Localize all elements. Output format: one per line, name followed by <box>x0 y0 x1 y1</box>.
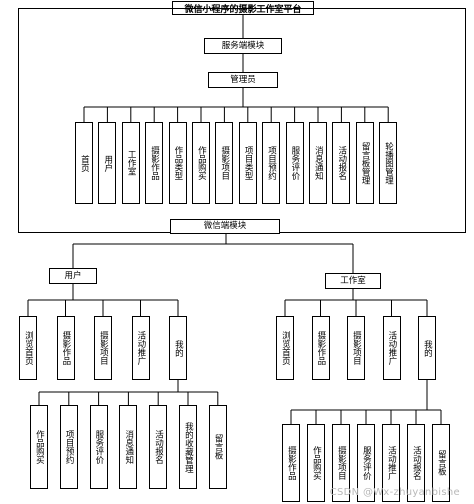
wechat-module-box: 微信端模块 <box>170 219 280 234</box>
user-mine-item-0: 作品购买 <box>30 405 48 489</box>
user-mine-item-3: 消息通知 <box>119 405 138 489</box>
user-mine-item-1: 项目预约 <box>59 405 78 489</box>
server-item-12: 留言板管理 <box>355 122 374 204</box>
server-item-3: 摄影作品 <box>145 122 164 204</box>
studio-role-box: 工作室 <box>325 273 381 289</box>
server-item-2: 工作室 <box>121 122 140 204</box>
server-item-4: 作品类型 <box>168 122 187 204</box>
watermark: CSDN @Wx-zhuyanbishe <box>329 487 460 498</box>
user-mine-item-4: 活动报名 <box>149 405 168 489</box>
server-item-8: 项目预约 <box>262 122 281 204</box>
server-item-6: 摄影项目 <box>215 122 234 204</box>
user-mine-item-2: 服务评价 <box>89 405 108 489</box>
studio-mine-item-1: 作品购买 <box>307 424 325 502</box>
studio-item-0: 浏览首页 <box>276 316 294 380</box>
studio-mine-item-5: 活动报名 <box>407 424 425 502</box>
studio-item-3: 活动推广 <box>382 316 401 380</box>
studio-mine-item-4: 活动推广 <box>382 424 400 502</box>
user-item-4: 我的 <box>169 316 187 380</box>
studio-item-4: 我的 <box>418 316 436 380</box>
user-item-3: 活动推广 <box>131 316 150 380</box>
server-item-0: 首页 <box>75 122 93 204</box>
server-item-1: 用户 <box>98 122 117 204</box>
user-mine-item-6: 留言板 <box>208 405 227 489</box>
server-item-10: 消息通知 <box>309 122 327 204</box>
studio-mine-item-2: 摄影项目 <box>332 424 350 502</box>
user-item-0: 浏览首页 <box>19 316 37 380</box>
server-item-11: 活动报名 <box>332 122 351 204</box>
server-item-7: 项目类型 <box>238 122 257 204</box>
studio-mine-item-3: 服务评价 <box>357 424 375 502</box>
server-module-box: 服务端模块 <box>204 38 282 54</box>
server-item-13: 轮播图管理 <box>379 122 398 204</box>
user-item-1: 摄影作品 <box>56 316 75 380</box>
studio-item-1: 摄影作品 <box>311 316 330 380</box>
admin-box: 管理员 <box>208 72 278 88</box>
user-item-2: 摄影项目 <box>94 316 112 380</box>
user-role-box: 用户 <box>49 268 97 284</box>
studio-mine-item-6: 留言板 <box>432 424 450 502</box>
server-item-5: 作品购买 <box>192 122 210 204</box>
user-mine-item-5: 我的收藏管理 <box>179 405 197 489</box>
server-item-9: 服务评价 <box>285 122 304 204</box>
studio-mine-item-0: 摄影作品 <box>282 424 300 502</box>
studio-item-2: 摄影项目 <box>347 316 365 380</box>
